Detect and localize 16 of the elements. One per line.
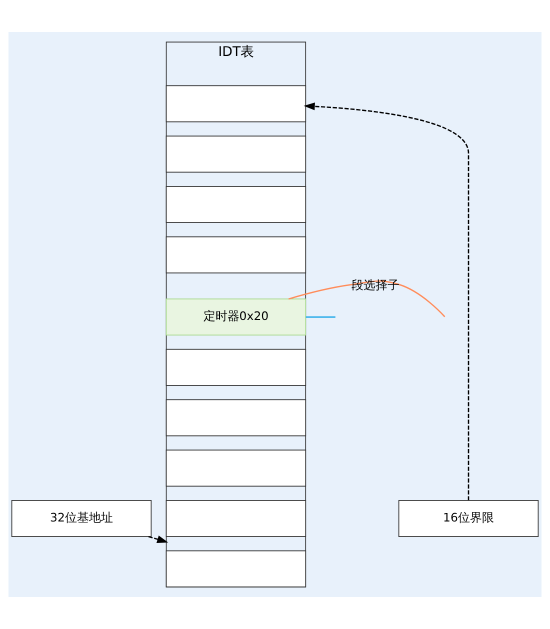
node-box <box>166 348 306 386</box>
connector <box>306 316 336 318</box>
node-box: 定时器0x20 <box>166 298 306 336</box>
arrow <box>304 102 470 500</box>
connector <box>288 280 446 318</box>
node-box <box>166 136 306 173</box>
node-box <box>166 186 306 223</box>
node-box: 16位界限 <box>398 500 539 537</box>
node-box <box>166 550 306 588</box>
node-box <box>166 450 306 487</box>
node-box <box>166 85 306 122</box>
node-box <box>166 500 306 537</box>
arrow <box>148 536 168 543</box>
node-box <box>166 236 306 274</box>
node-box <box>166 399 306 436</box>
node-box: 32位基地址 <box>11 500 152 537</box>
